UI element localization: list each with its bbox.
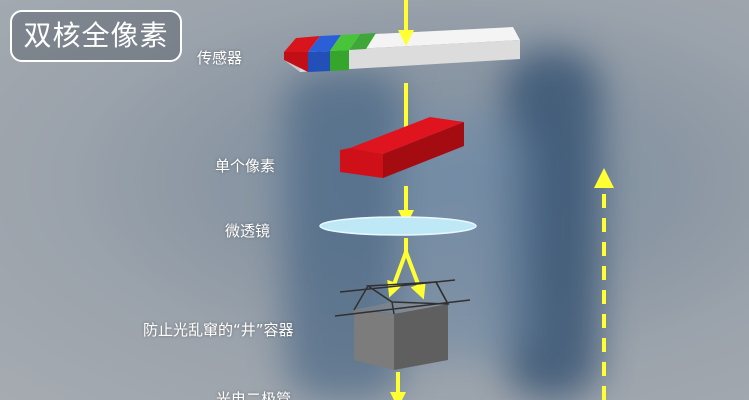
label-single-pixel: 单个像素 <box>215 157 276 175</box>
well-cube <box>334 279 471 370</box>
green-stripe <box>330 34 360 51</box>
label-microlens: 微透镜 <box>225 222 271 240</box>
microlens-ellipse <box>319 216 477 236</box>
single-pixel-block <box>340 117 464 178</box>
title-badge: 双核全像素 <box>10 10 182 62</box>
label-photodiode: 光电二极管 <box>216 390 292 400</box>
sensor-slab <box>284 27 520 72</box>
label-sensor: 传感器 <box>197 49 243 67</box>
label-well-container: 防止光乱窜的“井”容器 <box>143 321 294 339</box>
arrow-split-left <box>387 251 408 298</box>
dashed-upward-arrow-head <box>594 168 614 188</box>
blue-stripe <box>308 35 341 52</box>
arrow-split-right <box>404 251 426 300</box>
